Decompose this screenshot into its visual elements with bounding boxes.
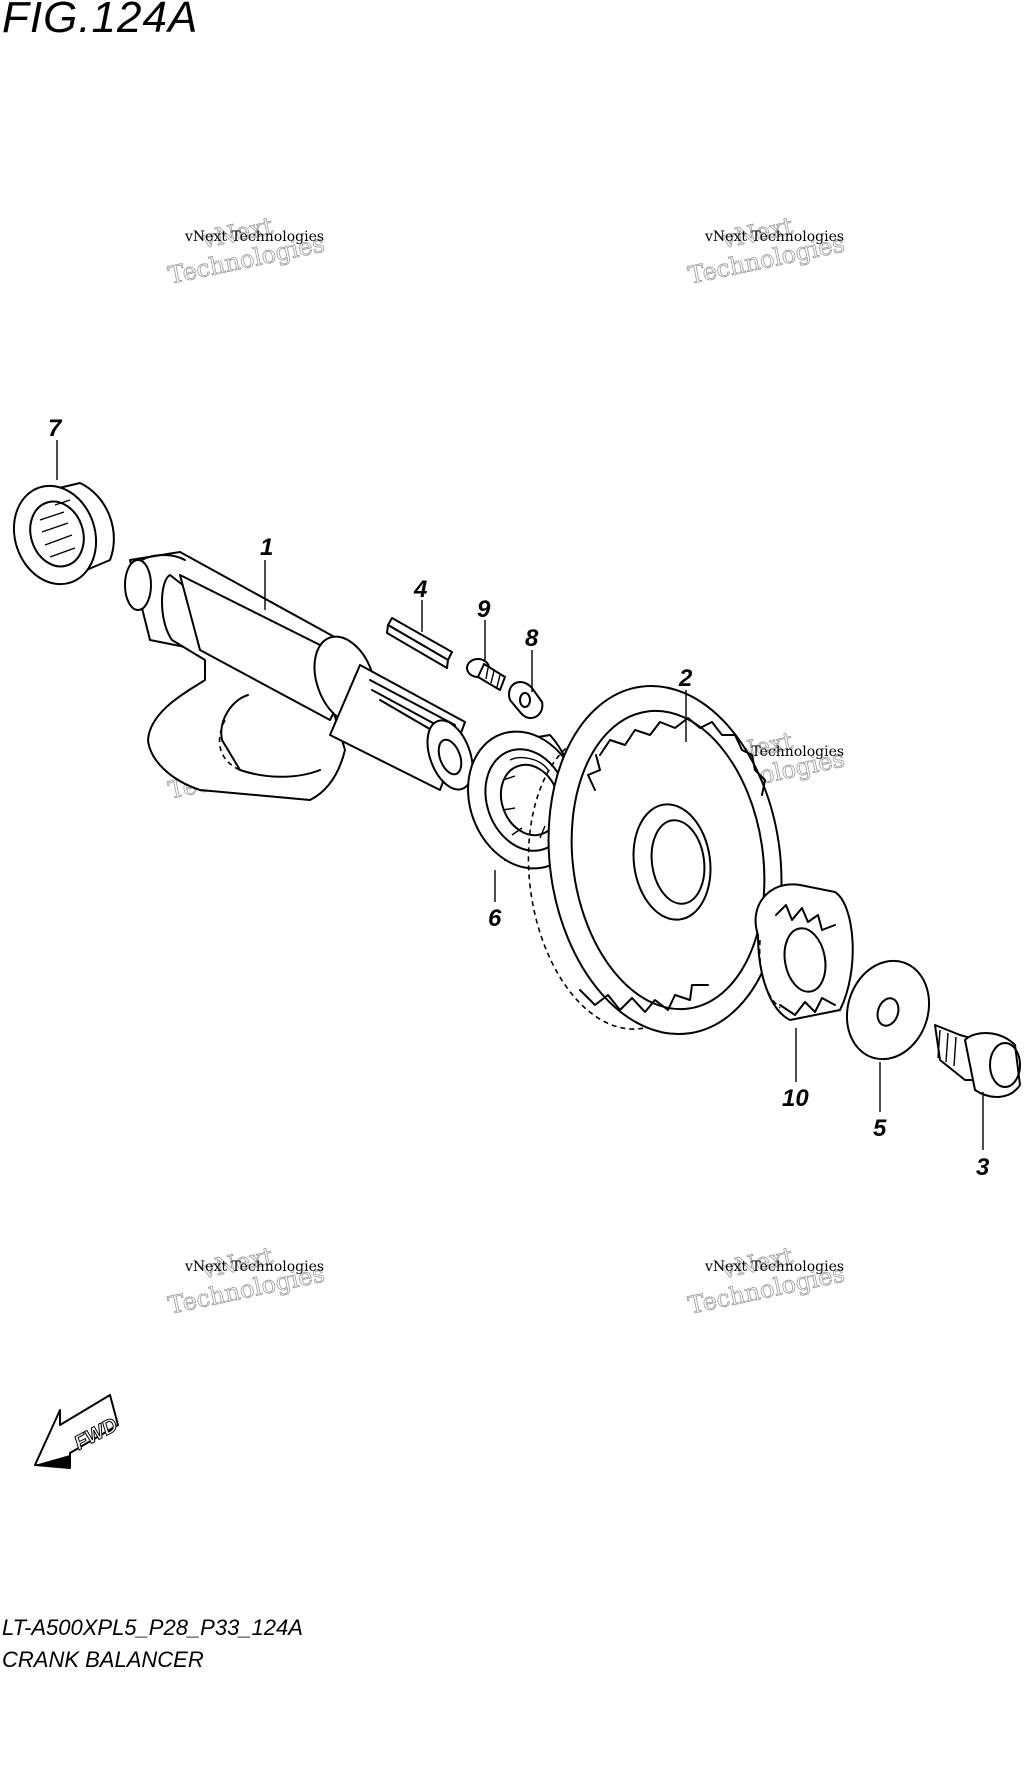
svg-text:vNext Technologies: vNext Technologies: [704, 229, 844, 245]
callout-8: 8: [525, 625, 539, 652]
figure-title: FIG.124A: [2, 0, 199, 42]
callout-10: 10: [782, 1085, 809, 1112]
watermark-top-right: Technologies vNext vNext Technologies: [685, 211, 847, 290]
callout-4: 4: [413, 576, 427, 603]
part-4-key: [386, 617, 453, 669]
callout-3: 3: [976, 1154, 990, 1181]
model-code: LT-A500XPL5_P28_P33_124A: [2, 1615, 303, 1640]
watermark-bottom-right: Technologies vNext vNext Technologies: [685, 1241, 847, 1320]
callout-5: 5: [873, 1115, 887, 1142]
callout-labels: 7 1 4 9 8 2 6 10 5 3: [48, 415, 990, 1181]
svg-text:vNext Technologies: vNext Technologies: [184, 229, 324, 245]
svg-text:vNext Technologies: vNext Technologies: [184, 1259, 324, 1275]
callout-1: 1: [260, 534, 273, 561]
fwd-direction-badge: FWD: [34, 1394, 122, 1469]
callout-6: 6: [488, 905, 502, 932]
part-1-balancer-shaft: [124, 551, 474, 801]
part-10-drive-gear: [754, 883, 854, 1021]
callout-9: 9: [477, 596, 491, 623]
watermark-top-left: Technologies vNext vNext Technologies: [165, 211, 327, 290]
part-2-driven-gear: [527, 684, 783, 1036]
callout-leaders: [56, 440, 984, 1150]
section-name: CRANK BALANCER: [2, 1647, 204, 1672]
part-3-bolt: [934, 1024, 1021, 1098]
part-9-screw: [466, 658, 506, 691]
watermark-bottom-left: Technologies vNext vNext Technologies: [165, 1241, 327, 1320]
part-5-washer: [845, 959, 931, 1061]
callout-2: 2: [678, 665, 693, 692]
svg-text:vNext Technologies: vNext Technologies: [704, 1259, 844, 1275]
part-7-needle-bearing: [12, 482, 115, 586]
callout-7: 7: [48, 415, 63, 442]
part-8-washer: [508, 681, 544, 719]
